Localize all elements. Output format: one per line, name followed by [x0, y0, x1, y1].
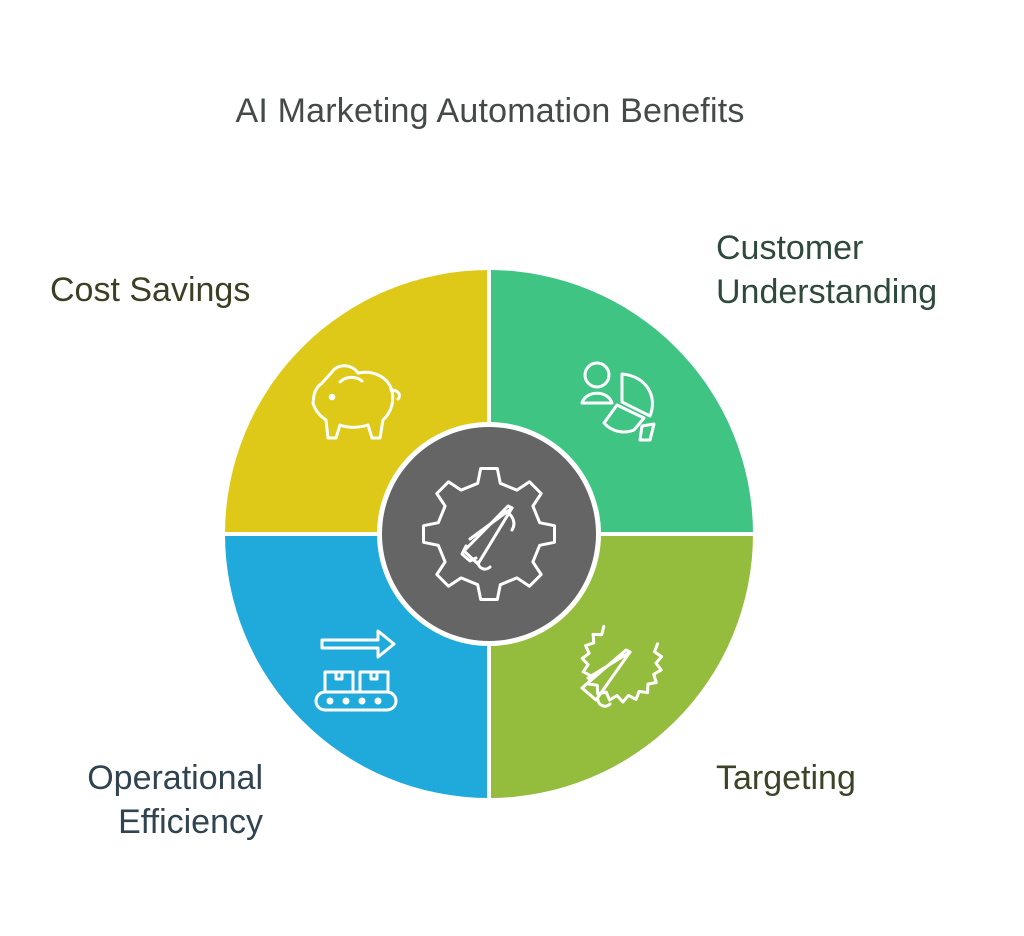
gear-megaphone-icon [422, 467, 556, 601]
conveyor-belt-icon [314, 629, 398, 712]
label-cost-savings: Cost Savings [50, 271, 251, 309]
label-targeting: Targeting [716, 759, 856, 797]
center-hub [382, 427, 596, 641]
megaphone-badge-icon [580, 624, 664, 708]
label-customer-understanding: Customer Understanding [716, 229, 938, 311]
user-pie-chart-icon [580, 361, 656, 442]
piggy-bank-icon [311, 364, 402, 440]
label-operational-efficiency: Operational Efficiency [87, 759, 263, 841]
diagram-title: AI Marketing Automation Benefits [235, 92, 745, 130]
